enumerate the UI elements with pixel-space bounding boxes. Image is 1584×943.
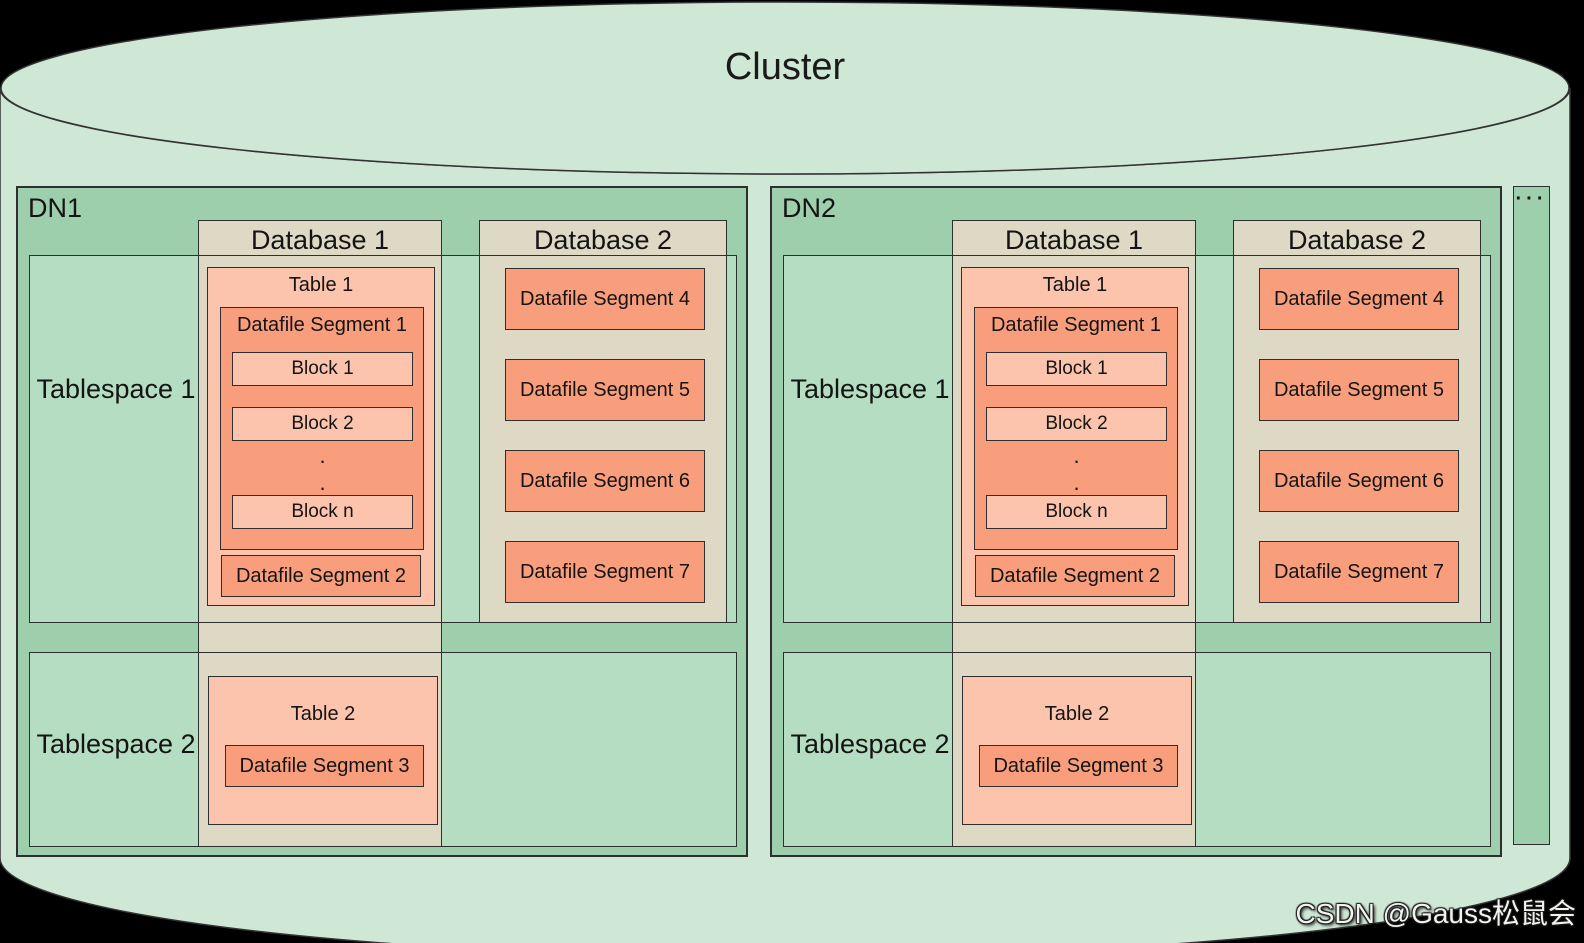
- dn2-datafile-segment3: Datafile Segment 3: [979, 745, 1178, 787]
- dn1-table1: Table 1 Datafile Segment 1 Block 1 Block…: [207, 267, 435, 606]
- cluster-title: Cluster: [724, 46, 846, 88]
- dn1-datafile-segment3: Datafile Segment 3: [225, 745, 424, 787]
- dn2-database2-label: Database 2: [1287, 225, 1427, 255]
- dn2-datafile-segment5: Datafile Segment 5: [1259, 359, 1459, 421]
- dn2-block-n: Block n: [986, 495, 1167, 529]
- dn2-tablespace1-label: Tablespace 1: [790, 374, 950, 404]
- dn2-table2-label: Table 2: [1044, 703, 1110, 725]
- dn2-database1-label: Database 1: [1004, 225, 1144, 255]
- dn-more-ellipsis-dots: ···: [1515, 188, 1548, 210]
- dn2-tablespace2-label: Tablespace 2: [790, 729, 950, 759]
- dn1-label: DN1: [28, 193, 83, 223]
- dn1-tablespace1-label: Tablespace 1: [36, 374, 196, 404]
- watermark-text: CSDN @Gauss松鼠会: [1295, 898, 1576, 929]
- dn1-datafile-segment1-label: Datafile Segment 1: [236, 314, 408, 336]
- dn1-block2: Block 2: [232, 407, 413, 441]
- dn1-datafile-segment1: Datafile Segment 1 Block 1 Block 2 ··· B…: [220, 307, 424, 550]
- dn2-datafile-segment7: Datafile Segment 7: [1259, 541, 1459, 603]
- dn2-box: DN2 Tablespace 1 Tablespace 2 Database 1…: [770, 186, 1502, 857]
- dn1-datafile-segment2: Datafile Segment 2: [221, 555, 421, 597]
- dn1-database2-label: Database 2: [533, 225, 673, 255]
- dn2-table1: Table 1 Datafile Segment 1 Block 1 Block…: [961, 267, 1189, 606]
- dn1-datafile-segment4: Datafile Segment 4: [505, 268, 705, 330]
- dn1-box: DN1 Tablespace 1 Tablespace 2 Database 1…: [16, 186, 748, 857]
- dn1-block-n: Block n: [232, 495, 413, 529]
- dn2-database1-column: Database 1 Table 1 Datafile Segment 1 Bl…: [952, 220, 1196, 847]
- dn2-label: DN2: [782, 193, 837, 223]
- dn2-datafile-segment1: Datafile Segment 1 Block 1 Block 2 ··· B…: [974, 307, 1178, 550]
- dn1-datafile-segment6: Datafile Segment 6: [505, 450, 705, 512]
- dn1-table2-label: Table 2: [290, 703, 356, 725]
- dn1-datafile-segment5: Datafile Segment 5: [505, 359, 705, 421]
- dn2-table2: Table 2 Datafile Segment 3: [962, 676, 1192, 825]
- dn1-tablespace2-label: Tablespace 2: [36, 729, 196, 759]
- dn1-block1: Block 1: [232, 352, 413, 386]
- dn2-database2-column: Database 2 Datafile Segment 4 Datafile S…: [1233, 220, 1481, 623]
- dn1-database1-label: Database 1: [250, 225, 390, 255]
- dn1-datafile-segment7: Datafile Segment 7: [505, 541, 705, 603]
- cylinder-top-ellipse: [0, 1, 1570, 175]
- dn2-datafile-segment2: Datafile Segment 2: [975, 555, 1175, 597]
- dn1-database2-column: Database 2 Datafile Segment 4 Datafile S…: [479, 220, 727, 623]
- dn2-datafile-segment6: Datafile Segment 6: [1259, 450, 1459, 512]
- dn2-table1-label: Table 1: [1042, 274, 1108, 296]
- dn2-datafile-segment1-label: Datafile Segment 1: [990, 314, 1162, 336]
- dn-more-partial-box: ···: [1513, 186, 1550, 845]
- dn2-block2: Block 2: [986, 407, 1167, 441]
- dn1-table1-label: Table 1: [288, 274, 354, 296]
- dn1-table2: Table 2 Datafile Segment 3: [208, 676, 438, 825]
- dn2-datafile-segment4: Datafile Segment 4: [1259, 268, 1459, 330]
- dn1-database1-column: Database 1 Table 1 Datafile Segment 1 Bl…: [198, 220, 442, 847]
- dn2-block1: Block 1: [986, 352, 1167, 386]
